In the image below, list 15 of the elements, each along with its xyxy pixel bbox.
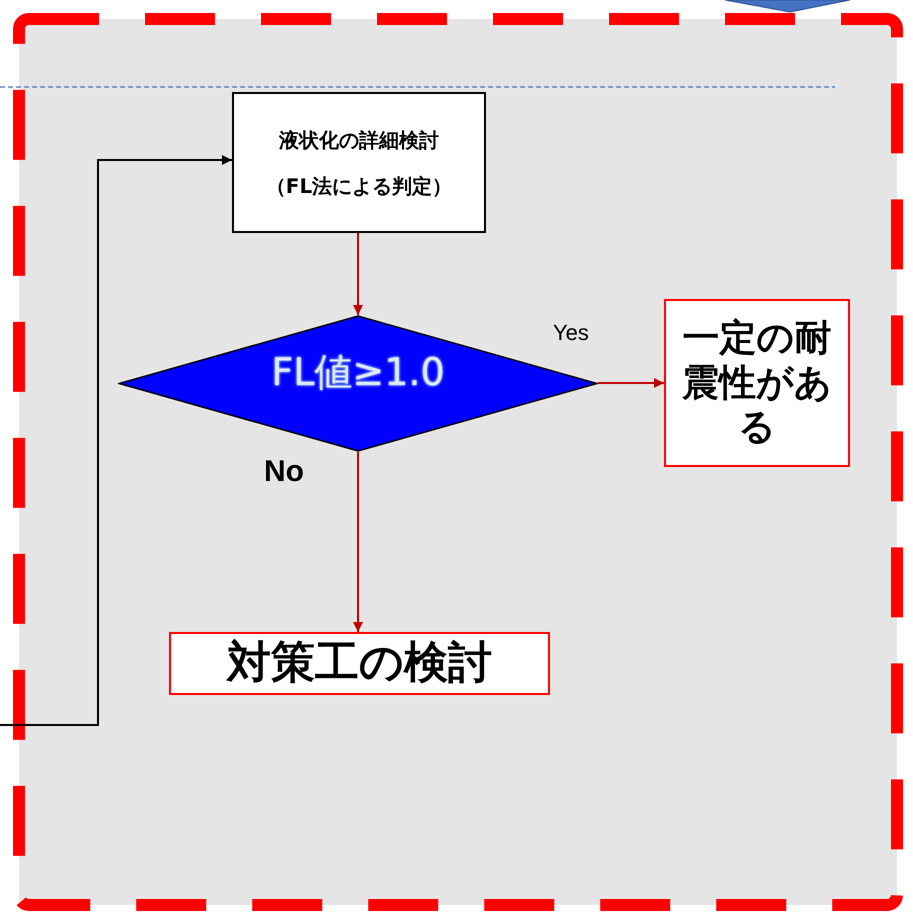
result-box <box>169 632 550 695</box>
box-text: 対策工の検討 <box>227 637 492 690</box>
edge-label: No <box>264 455 304 489</box>
box-text: （FL法による判定） <box>266 172 452 200</box>
arrow <box>0 155 232 726</box>
edge-label: Yes <box>553 320 589 346</box>
process-box <box>232 92 486 233</box>
decision-diamond <box>118 315 598 452</box>
result-box <box>664 299 850 467</box>
arrow <box>353 452 363 632</box>
decision-text: FL値≥1.0 <box>271 350 445 396</box>
box-text: 液状化の詳細検討 <box>279 126 439 154</box>
box-text: 一定の耐震性がある <box>681 316 833 450</box>
arrow <box>598 378 664 388</box>
arrow <box>353 233 363 315</box>
